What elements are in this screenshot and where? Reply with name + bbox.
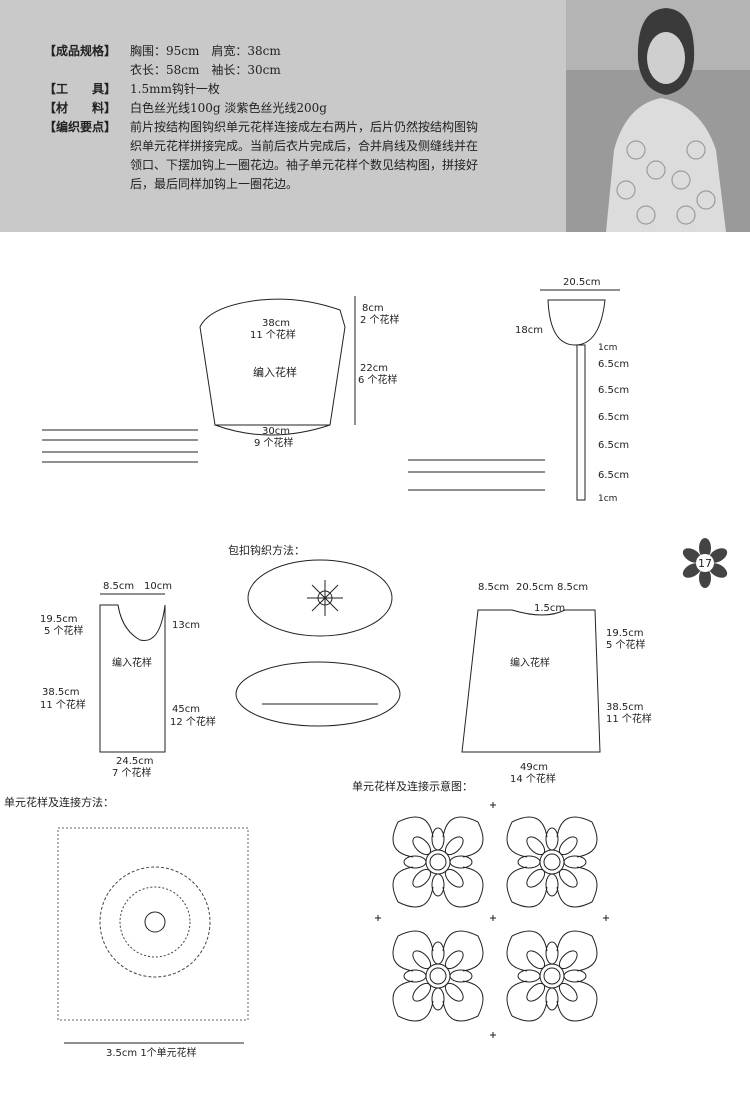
front-length-motifs: 12 个花样 [170,715,216,728]
button-title: 包扣钩织方法： [228,543,305,557]
back-shoulder-motifs: 5 个花样 [606,638,646,651]
front-body-cm: 38.5cm [42,687,80,698]
collar-seg: 6.5cm [598,385,629,396]
back-body-motifs: 11 个花样 [606,712,652,725]
sleeve-top-motifs: 2 个花样 [360,313,400,326]
info-label: 【成品规格】 [44,44,117,58]
collar-seg: 6.5cm [598,412,629,423]
collar-seg: 6.5cm [598,359,629,370]
model-photo [566,0,750,232]
page-number-badge: 17 [680,538,730,592]
stitch-chart [42,429,198,463]
sleeve-width-motifs: 11 个花样 [250,328,296,341]
info-value: 衣长：58cm 袖长：30cm [130,63,281,77]
front-shoulder-cm: 19.5cm [40,614,78,625]
info-label: 【工 具】 [44,82,117,96]
front-shoulder-motifs: 5 个花样 [44,624,84,637]
info-label: 【编织要点】 [44,120,117,134]
back-neck: 1.5cm [534,603,565,614]
sleeve-cuff-motifs: 9 个花样 [254,436,294,449]
front-length-cm: 45cm [172,704,200,715]
front-w1: 8.5cm [103,581,134,592]
sleeve-width-cm: 38cm [262,318,290,329]
back-w2: 20.5cm [516,582,554,593]
collar-seg: 1cm [598,494,617,504]
info-value: 1.5mm钩针一枚 [130,82,220,96]
info-value: 白色丝光线100g 淡紫色丝光线200g [130,101,327,115]
back-w3: 8.5cm [557,582,588,593]
info-material: 【材 料】 白色丝光线100g 淡紫色丝光线200g [44,99,478,118]
front-bottom-motifs: 7 个花样 [112,766,152,779]
motif-title: 单元花样及连接方法： [4,795,114,809]
crochet-diagrams: 8cm 2 个花样 38cm 11 个花样 22cm 6 个花样 编入花样 30… [4,277,652,1059]
front-body-motifs: 11 个花样 [40,698,86,711]
front-w2: 10cm [144,581,172,592]
front-pattern-label: 编入花样 [112,656,152,669]
front-bottom-cm: 24.5cm [116,756,154,767]
front-neck-cm: 13cm [172,620,200,631]
collar-diagram: 20.5cm 18cm 1cm 6.5cm 6.5cm 6.5cm 6.5cm … [408,277,629,504]
info-value: 前片按结构图钩织单元花样连接成左右两片，后片仍然按结构图钩 [130,120,479,134]
collar-seg: 6.5cm [598,440,629,451]
sleeve-height-motifs: 6 个花样 [358,373,398,386]
sleeve-cuff-cm: 30cm [262,426,290,437]
info-value: 领口、下摆加钩上一圈花边。袖子单元花样个数见结构图，拼接好 [130,158,479,172]
back-bottom-cm: 49cm [520,762,548,773]
sleeve-pattern-label: 编入花样 [253,365,297,379]
info-value: 胸围：95cm 肩宽：38cm [130,44,281,58]
button-method: 包扣钩织方法： [228,543,401,727]
back-w1: 8.5cm [478,582,509,593]
pattern-info: 【成品规格】 胸围：95cm 肩宽：38cm 衣长：58cm 袖长：30cm 【… [44,42,478,194]
back-shoulder-cm: 19.5cm [606,628,644,639]
edging-chart [408,459,545,491]
collar-top-cm: 20.5cm [563,277,601,288]
motif-diagram: 单元花样及连接方法： 3.5cm 1个单元花样 [4,795,249,1059]
sleeve-height-cm: 22cm [360,363,388,374]
page-number: 17 [698,557,712,570]
back-pattern-label: 编入花样 [510,656,550,669]
back-bottom-motifs: 14 个花样 [510,772,556,785]
info-spec: 【成品规格】 胸围：95cm 肩宽：38cm [44,42,478,61]
info-label: 【材 料】 [44,101,117,115]
info-tool: 【工 具】 1.5mm钩针一枚 [44,80,478,99]
back-panel-diagram: 8.5cm 20.5cm 8.5cm 1.5cm 19.5cm 5 个花样 编入… [461,582,652,785]
sleeve-diagram: 8cm 2 个花样 38cm 11 个花样 22cm 6 个花样 编入花样 30… [42,296,400,463]
info-value: 织单元花样拼接完成。当前后衣片完成后，合并肩线及侧缝线并在 [130,139,479,153]
info-notes: 【编织要点】 前片按结构图钩织单元花样连接成左右两片，后片仍然按结构图钩 [44,118,478,137]
sleeve-top-cm: 8cm [362,303,384,314]
connection-diagram: 单元花样及连接示意图： [352,779,610,1039]
info-spec-2: 衣长：58cm 袖长：30cm [44,61,478,80]
front-panel-diagram: 8.5cm 10cm 19.5cm 5 个花样 13cm 编入花样 38.5cm… [40,581,216,779]
connect-title: 单元花样及连接示意图： [352,779,473,793]
header-band: 【成品规格】 胸围：95cm 肩宽：38cm 衣长：58cm 袖长：30cm 【… [0,0,750,232]
collar-seg: 6.5cm [598,470,629,481]
back-body-cm: 38.5cm [606,702,644,713]
collar-side-cm: 18cm [515,325,543,336]
info-value: 后，最后同样加钩上一圈花边。 [130,177,299,191]
motif-size: 3.5cm 1个单元花样 [106,1046,197,1059]
collar-seg: 1cm [598,343,617,353]
